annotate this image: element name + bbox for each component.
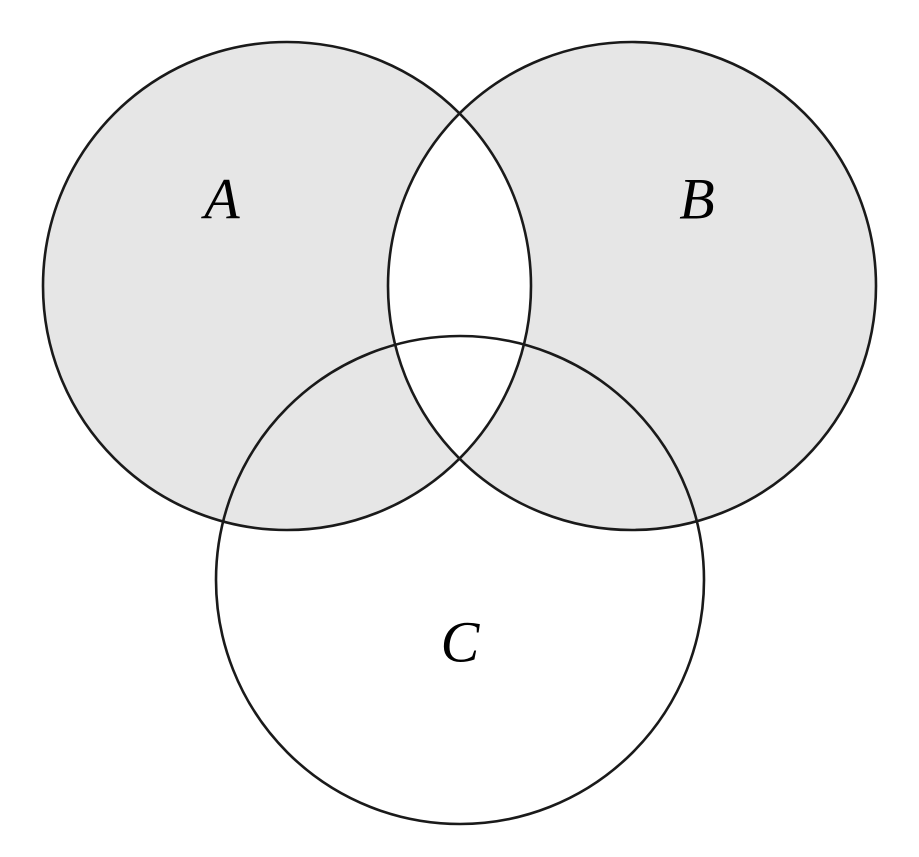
circle-outline-b[interactable] <box>386 40 878 532</box>
circle-outline-c[interactable] <box>214 334 706 826</box>
set-label-c: C <box>441 609 481 674</box>
circle-outline-group <box>41 40 878 826</box>
set-label-group: A B C <box>200 166 714 674</box>
set-label-a: A <box>200 166 240 231</box>
set-label-b: B <box>679 166 714 231</box>
circle-outline-a[interactable] <box>41 40 533 532</box>
